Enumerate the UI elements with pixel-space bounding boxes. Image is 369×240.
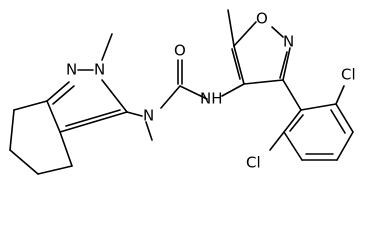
phenyl-bond-6-inner [289, 114, 304, 132]
oxazole-bond-o-n [271, 26, 284, 38]
tetrahydroindazole-ring [9, 33, 128, 175]
nh-oxazole-bond [221, 83, 245, 97]
chemical-structure-canvas: O N O NH N N N Cl Cl [9, 9, 356, 175]
phenyl-bond-2 [335, 103, 354, 133]
atom-label-n-pyrazole-ring: N [66, 61, 77, 79]
chlorine-bond-bottom [269, 131, 285, 151]
c-nh-bond [179, 85, 208, 100]
urea-group [126, 59, 208, 141]
methyl-bond-pyrazole [101, 33, 113, 61]
oxazole-bond-n-c3-inner [279, 51, 288, 79]
pyrazole-bond-n1-c7a-inner [52, 85, 75, 105]
atom-label-n-isoxazole: N [283, 33, 294, 51]
aryl-link-bond [282, 79, 302, 111]
pyrazole-bond-c3a-c3-inner [65, 109, 121, 127]
pyrazole-bond-c7a-c3a [46, 100, 61, 133]
cyclohexane-bond-1 [13, 100, 48, 111]
atom-label-o-isoxazole: O [256, 10, 268, 28]
cyclohexane-bond-2 [9, 109, 15, 151]
pyrazole-bond-c3a-c3 [59, 111, 128, 133]
phenyl-bond-1 [300, 103, 337, 111]
cyclohexane-bond-5 [59, 131, 73, 167]
oxazole-bond-n-c3 [282, 47, 291, 81]
n-methyl-bond [145, 121, 153, 141]
atom-label-nh: NH [200, 90, 223, 108]
oxazole-bond-c4-c5 [233, 45, 245, 85]
atom-label-n-pyrazole-methyl: N [94, 61, 105, 79]
isoxazole-ring [227, 9, 291, 85]
atom-label-n-urea: N [143, 107, 154, 125]
oxazole-bond-c3-c4 [243, 79, 284, 85]
dichlorophenyl-ring [269, 79, 354, 161]
pyrazole-bond-n1-c7a [46, 81, 70, 102]
chlorine-bond-top [335, 85, 345, 105]
atom-label-o-carbonyl: O [174, 42, 186, 60]
atom-label-cl-top: Cl [341, 66, 356, 84]
phenyl-bond-2-inner [330, 109, 346, 134]
pyrazole-bond-c3-n2 [101, 79, 128, 113]
cyclohexane-bond-4 [37, 165, 73, 175]
phenyl-bond-6 [283, 109, 302, 133]
n-pyrazole-carbon-bond [126, 111, 143, 117]
c-n-bond [160, 85, 181, 109]
phenyl-bond-5 [283, 131, 303, 161]
cyclohexane-bond-3 [9, 149, 39, 175]
methyl-bond-oxazole [227, 9, 235, 47]
oxazole-bond-c4-c5-inner [231, 48, 241, 80]
molecule-diagram: O N O NH N N N Cl Cl [9, 9, 356, 175]
oxazole-bond-c5-o [233, 21, 257, 47]
phenyl-bond-3 [336, 131, 354, 161]
atom-label-cl-bottom: Cl [246, 154, 261, 172]
